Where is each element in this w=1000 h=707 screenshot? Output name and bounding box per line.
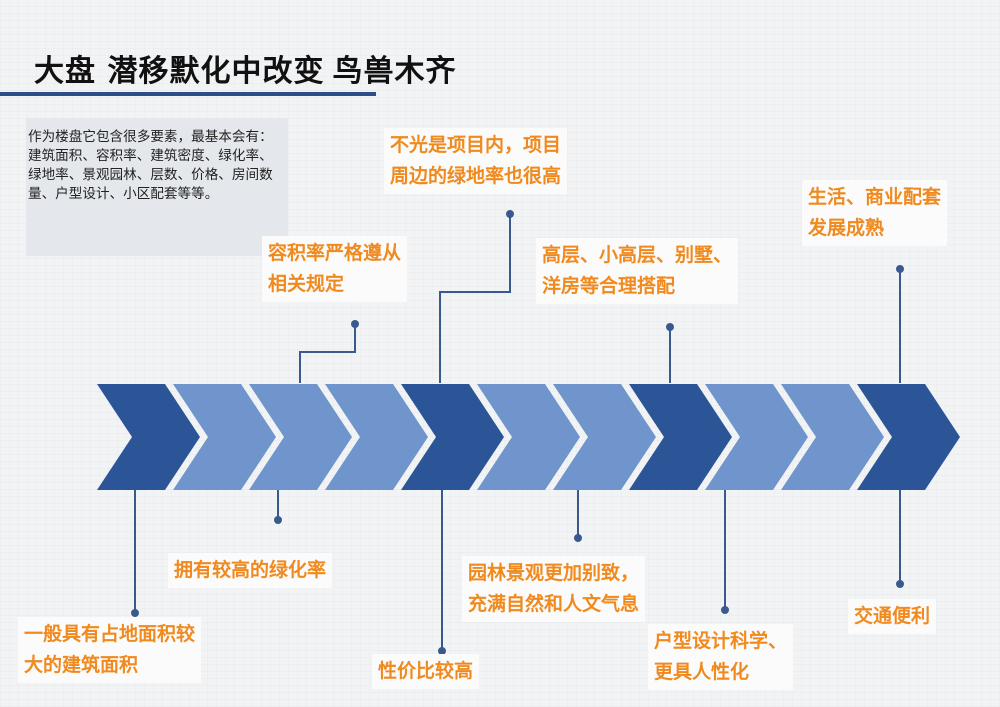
note-life-line2: 发展成熟: [808, 217, 885, 239]
connector-mix-dot: [666, 323, 674, 331]
chevron-5: [401, 384, 504, 490]
chevron-10: [781, 384, 884, 490]
connector-traffic-dot: [896, 580, 904, 588]
chevron-9: [705, 384, 808, 490]
note-life-line1: 生活、商业配套: [808, 186, 942, 208]
connector-garden-dot: [574, 534, 582, 542]
note-greenland-line2: 周边的绿地率也很高: [390, 165, 562, 187]
chevron-3: [249, 384, 352, 490]
intro-textbox: 作为楼盘它包含很多要素，最基本会有：建筑面积、容积率、建筑密度、绿化率、绿地率、…: [26, 118, 288, 256]
note-garden-line2: 充满自然和人文气息: [468, 593, 640, 615]
bottom-connectors: [131, 490, 904, 655]
note-mix-line2: 洋房等合理搭配: [542, 275, 676, 297]
connector-layout-dot: [721, 606, 729, 614]
title-text: 大盘 潜移默化中改变: [34, 54, 325, 89]
connector-area-dot: [131, 609, 139, 617]
note-mix-line1: 高层、小高层、别墅、: [542, 244, 733, 266]
note-traffic-line1: 交通便利: [854, 605, 931, 627]
title-brand-logo: 鸟兽木齐: [332, 54, 457, 89]
note-layout-line1: 户型设计科学、: [654, 630, 788, 652]
note-garden: 园林景观更加别致， 充满自然和人文气息: [462, 556, 646, 622]
connector-greening-dot: [274, 516, 282, 524]
note-garden-line1: 园林景观更加别致，: [468, 562, 640, 584]
intro-text: 作为楼盘它包含很多要素，最基本会有：建筑面积、容积率、建筑密度、绿化率、绿地率、…: [28, 129, 273, 202]
note-price-line1: 性价比较高: [378, 660, 474, 682]
note-area-line1: 一般具有占地面积较: [24, 623, 196, 645]
title-underline: [0, 92, 376, 96]
top-connectors: [299, 210, 904, 383]
chevron-1: [97, 384, 200, 490]
note-greening-line1: 拥有较高的绿化率: [174, 559, 327, 581]
note-far: 容积率严格遵从 相关规定: [262, 236, 408, 302]
note-far-line1: 容积率严格遵从: [268, 242, 402, 264]
chevron-band: [97, 384, 960, 490]
page-title: 大盘 潜移默化中改变鸟兽木齐: [34, 46, 456, 90]
connector-far-dot: [351, 320, 359, 328]
chevron-11: [857, 384, 960, 490]
note-life: 生活、商业配套 发展成熟: [802, 180, 948, 246]
note-layout: 户型设计科学、 更具人性化: [648, 624, 794, 690]
note-greening: 拥有较高的绿化率: [168, 553, 333, 588]
chevron-6: [477, 384, 580, 490]
chevron-8: [629, 384, 732, 490]
note-area-line2: 大的建筑面积: [24, 654, 139, 676]
note-far-line2: 相关规定: [268, 273, 345, 295]
chevron-7: [553, 384, 656, 490]
connector-far: [299, 324, 356, 383]
note-mix: 高层、小高层、别墅、 洋房等合理搭配: [536, 238, 739, 304]
connector-greenland: [439, 214, 511, 383]
note-area: 一般具有占地面积较 大的建筑面积: [18, 617, 202, 683]
chevron-2: [173, 384, 276, 490]
note-price: 性价比较高: [372, 654, 480, 689]
connector-life-dot: [896, 265, 904, 273]
note-greenland-line1: 不光是项目内，项目: [390, 134, 562, 156]
note-traffic: 交通便利: [848, 599, 937, 634]
chevron-4: [325, 384, 428, 490]
note-greenland: 不光是项目内，项目 周边的绿地率也很高: [384, 128, 568, 194]
connector-greenland-dot: [506, 210, 514, 218]
note-layout-line2: 更具人性化: [654, 661, 750, 683]
